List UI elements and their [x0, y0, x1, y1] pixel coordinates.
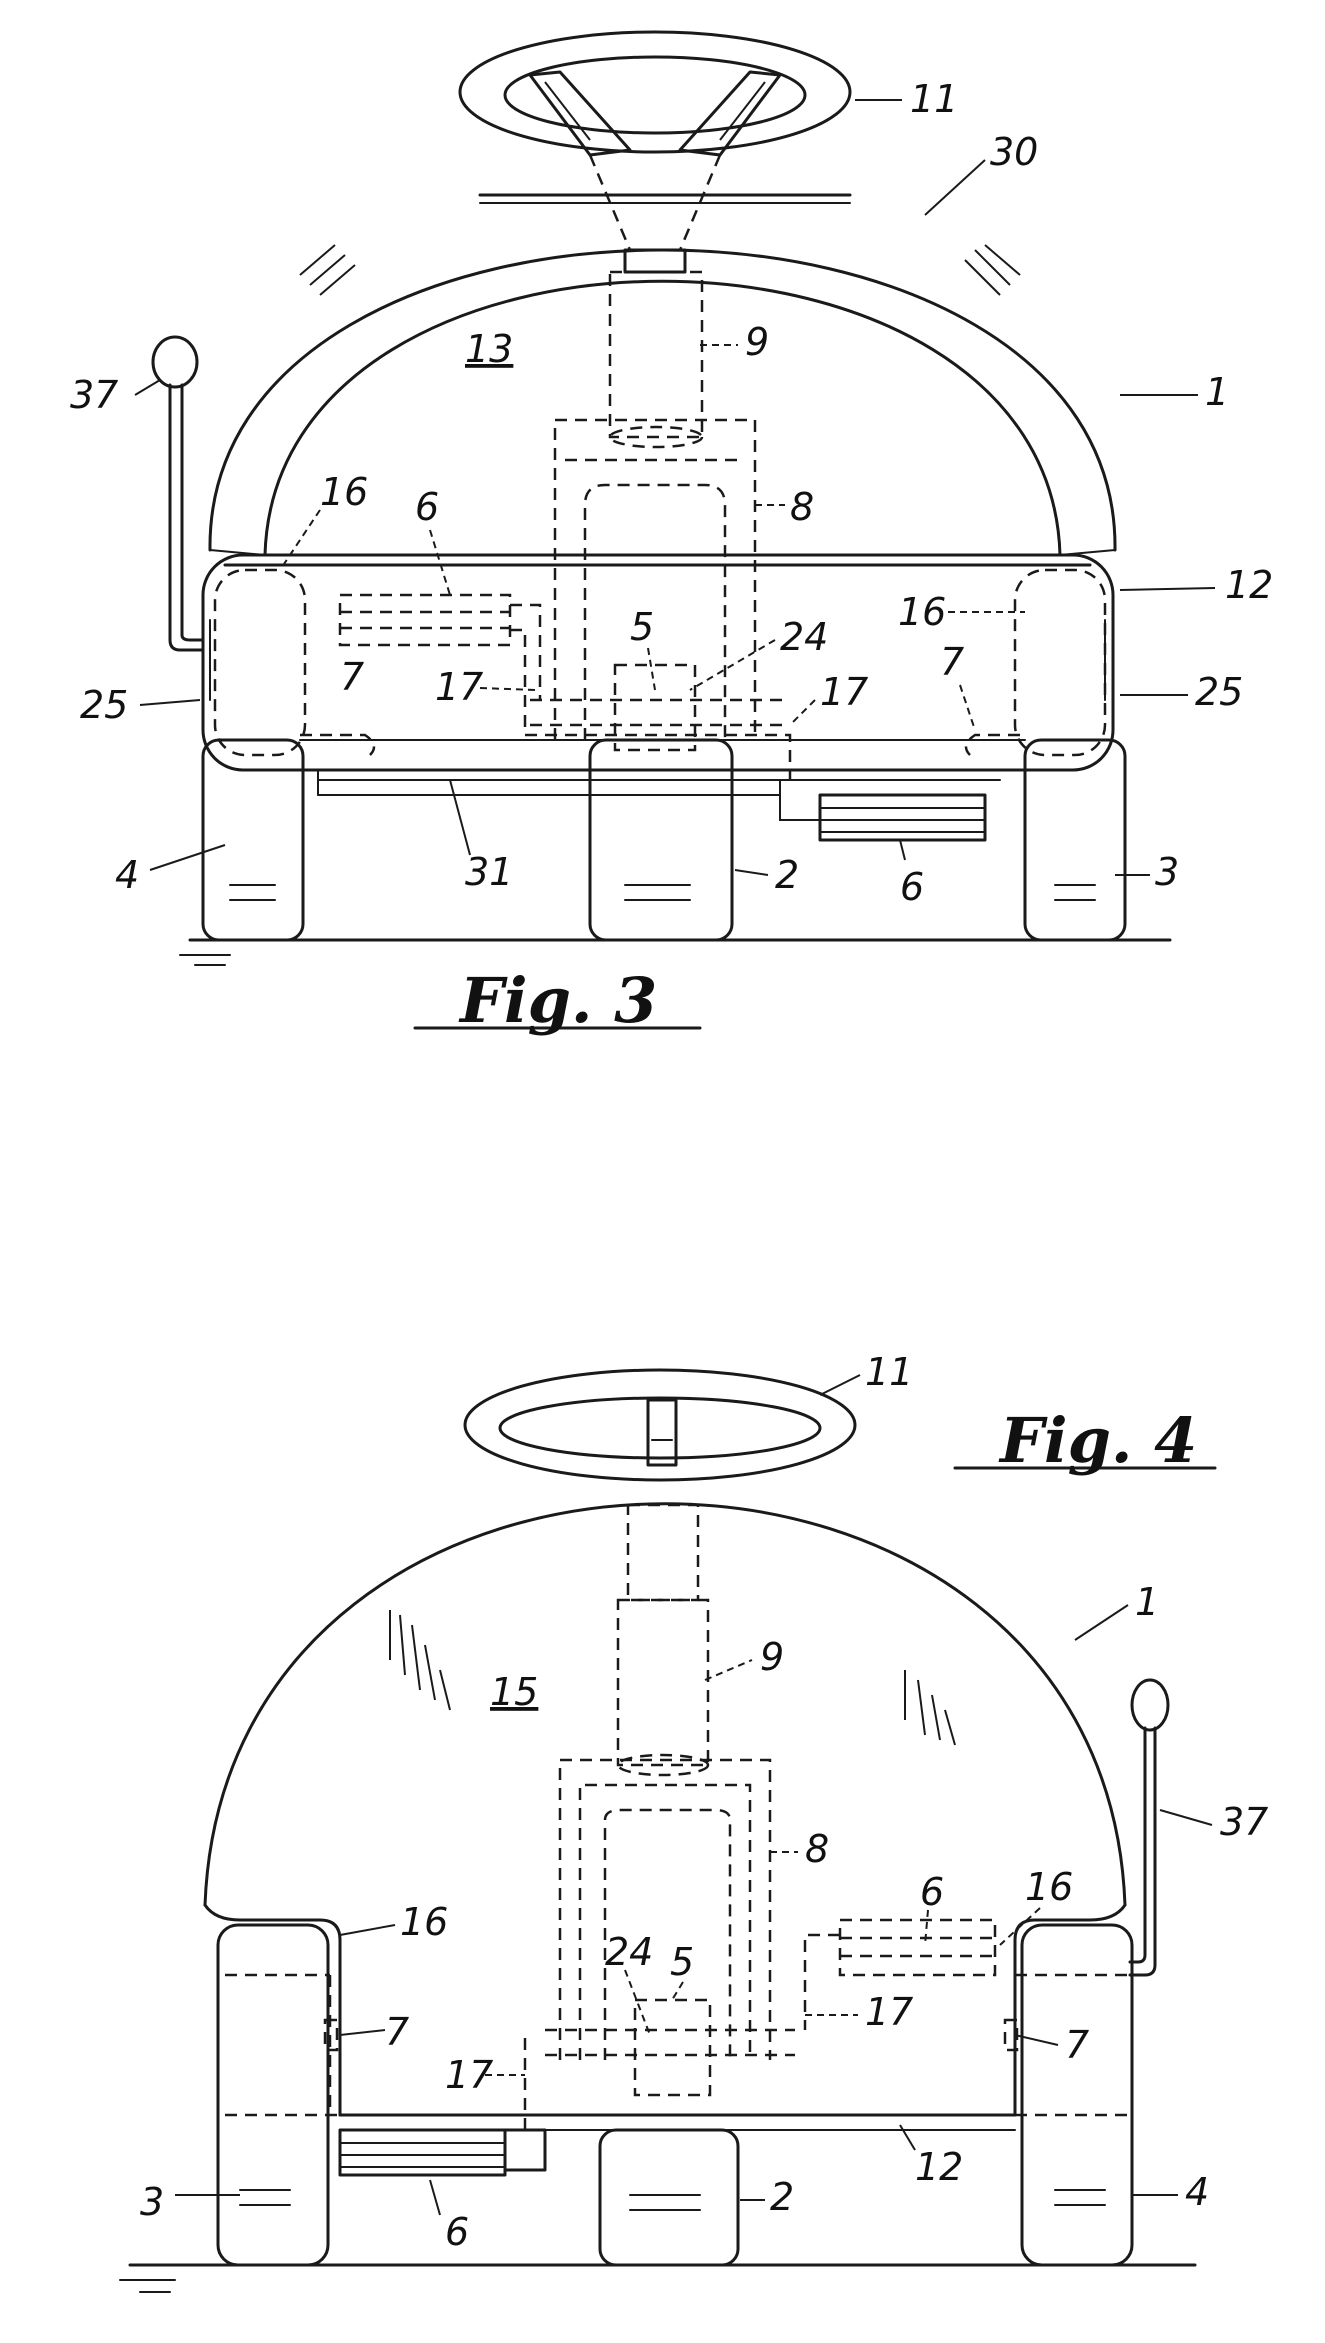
label-12: 12 — [1225, 563, 1273, 607]
dome-hatch-fig4 — [389, 1610, 956, 1746]
label-30: 30 — [990, 130, 1038, 174]
label-7-left-fig4: 7 — [385, 2010, 409, 2054]
side-panel-16-right — [1013, 568, 1107, 757]
label-11-fig4: 11 — [865, 1350, 913, 1394]
figure-3-labels: 11 30 13 9 1 37 16 6 8 12 5 24 16 7 17 1… — [70, 77, 1273, 909]
label-11: 11 — [910, 77, 958, 121]
dome-body-fig4 — [203, 1502, 1127, 1907]
connector-fig4 — [503, 2128, 547, 2172]
label-3-fig4: 3 — [140, 2180, 164, 2224]
figure-4-caption: Fig. 4 — [953, 1404, 1217, 1477]
label-3: 3 — [1155, 850, 1179, 894]
label-37-fig4: 37 — [1220, 1800, 1268, 1844]
steering-spoke-right — [678, 70, 782, 157]
label-16-right: 16 — [898, 590, 946, 634]
steering-column-9 — [608, 270, 704, 439]
label-6-lower-fig4: 6 — [445, 2210, 469, 2254]
label-17-right: 17 — [820, 670, 868, 714]
control-lever-37-knob — [151, 335, 199, 389]
label-17-left: 17 — [435, 665, 483, 709]
label-2: 2 — [775, 853, 799, 897]
label-7-right: 7 — [940, 640, 964, 684]
label-8: 8 — [790, 485, 814, 529]
label-24: 24 — [780, 615, 828, 659]
label-5-fig4: 5 — [670, 1940, 694, 1984]
label-2-fig4: 2 — [770, 2175, 794, 2219]
steering-column-9-fig4 — [616, 1598, 710, 1767]
battery-6-upper — [338, 593, 512, 647]
wheel-4 — [201, 738, 305, 942]
figure-4-labels: 11 1 9 15 37 8 6 16 16 24 5 17 7 17 7 12… — [140, 1350, 1268, 2254]
label-6-upper: 6 — [415, 485, 439, 529]
battery-6-lower-fig4 — [338, 2128, 507, 2177]
label-6-upper-fig4: 6 — [920, 1870, 944, 1914]
label-9: 9 — [745, 320, 769, 364]
control-lever-37 — [168, 383, 205, 652]
label-13: 13 — [465, 327, 513, 371]
wheel-3 — [1023, 738, 1127, 942]
label-1-fig4: 1 — [1135, 1580, 1159, 1624]
label-7-left: 7 — [340, 655, 364, 699]
label-7-right-fig4: 7 — [1065, 2023, 1089, 2067]
label-8-fig4: 8 — [805, 1827, 829, 1871]
label-4: 4 — [115, 853, 139, 897]
control-lever-37-knob-fig4 — [1130, 1678, 1170, 1732]
steering-wheel-fig4 — [463, 1368, 857, 1482]
label-4-fig4: 4 — [1185, 2170, 1209, 2214]
motor-5 — [613, 663, 697, 752]
side-panel-16-left — [213, 568, 307, 757]
label-12-fig4: 12 — [915, 2145, 963, 2189]
figure-4 — [119, 1368, 1197, 2293]
steering-wheel — [458, 30, 852, 154]
label-25-left: 25 — [80, 683, 128, 727]
steering-column-upper-fig4 — [626, 1503, 700, 1602]
dome-inner-rim — [263, 279, 1062, 557]
chassis-12 — [201, 553, 1115, 772]
label-16-right-fig4: 16 — [1025, 1865, 1073, 1909]
wheel-2-fig4 — [598, 2128, 740, 2267]
battery-6-lower — [818, 793, 987, 842]
label-17-right-fig4: 17 — [865, 1990, 913, 2034]
battery-6-upper-fig4 — [838, 1918, 997, 1977]
label-5: 5 — [630, 605, 654, 649]
control-lever-37-fig4 — [1128, 1726, 1147, 1964]
label-16-left-fig4: 16 — [400, 1900, 448, 1944]
steering-spoke-left — [528, 70, 632, 157]
label-16-left: 16 — [320, 470, 368, 514]
figure-3 — [151, 30, 1172, 966]
figure-3-title: Fig. 3 — [458, 964, 657, 1037]
label-6-lower: 6 — [900, 865, 924, 909]
label-9-fig4: 9 — [760, 1635, 784, 1679]
label-25-right: 25 — [1195, 670, 1243, 714]
steering-column-top — [623, 248, 687, 274]
fork-8-fig4 — [558, 1758, 772, 2060]
label-31: 31 — [465, 850, 513, 894]
label-15-fig4: 15 — [490, 1670, 538, 1714]
motor-5-fig4 — [633, 1998, 712, 2097]
label-1: 1 — [1205, 370, 1229, 414]
label-37: 37 — [70, 373, 118, 417]
dome-hatch — [299, 244, 1021, 296]
label-24-fig4: 24 — [605, 1930, 653, 1974]
figure-3-caption: Fig. 3 — [413, 964, 702, 1037]
figure-4-title: Fig. 4 — [998, 1404, 1197, 1477]
fork-8 — [553, 418, 757, 740]
steering-hub-fig4 — [646, 1398, 678, 1467]
wheel-3-fig4 — [216, 1923, 330, 2267]
